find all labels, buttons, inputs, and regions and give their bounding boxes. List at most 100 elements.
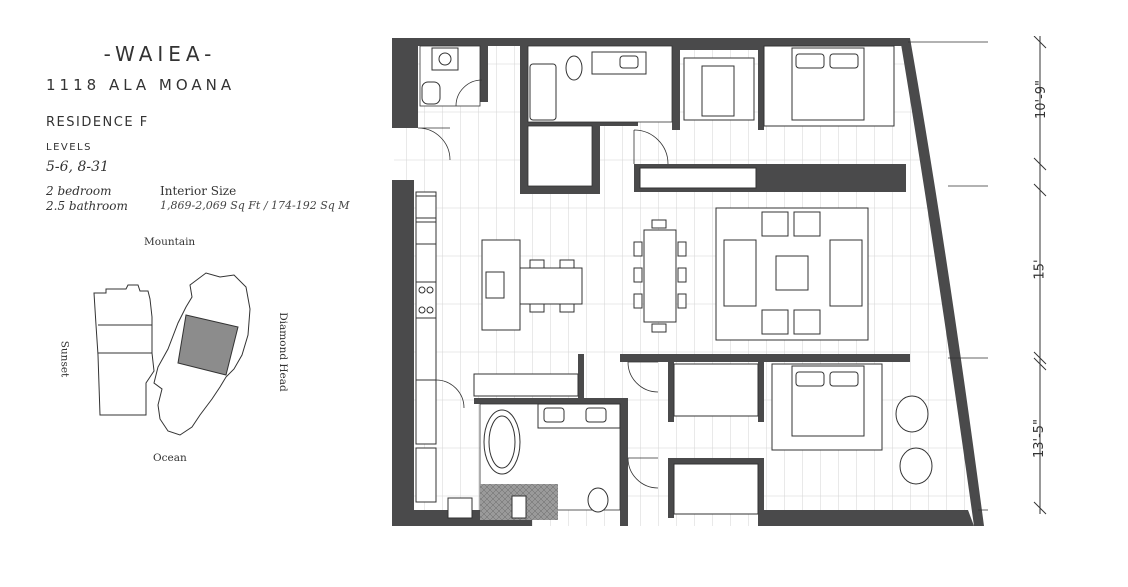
dining-chair-6 (677, 241, 687, 257)
powder-sink-bowl (438, 52, 452, 66)
bed-2-pillow-2 (829, 371, 859, 387)
bed-1-pillow-1 (795, 53, 825, 69)
closet-1-shelf-b (701, 65, 735, 117)
pantry (415, 379, 437, 445)
bath-2-basin-left (543, 407, 565, 423)
dim-tick-5 (1033, 357, 1047, 371)
key-plan (93, 272, 251, 436)
armchair-4 (793, 309, 821, 335)
direction-sunset: Sunset (58, 340, 71, 378)
levels-label: LEVELS (46, 142, 92, 153)
closet-2-shelf (673, 363, 759, 417)
bath-1-toilet (565, 55, 583, 81)
dining-chair-5 (633, 293, 643, 309)
island-stool-2 (559, 259, 575, 269)
dining-chair-4 (633, 267, 643, 283)
bath-1-west-wall (520, 42, 528, 192)
bath-1-east-wall (592, 124, 600, 194)
burner-1 (418, 286, 426, 294)
dimension-living: 15' (1032, 259, 1048, 280)
bath-1-basin (619, 55, 639, 69)
dining-chair-2 (651, 323, 667, 333)
bed-bath-info: 2 bedroom 2.5 bathroom (46, 184, 128, 214)
closet-2-frame-right (758, 362, 764, 422)
sofa-left (723, 239, 757, 307)
key-plan-east-tower (153, 272, 251, 436)
island-stool-3 (529, 303, 545, 313)
closet-3-frame-top (668, 458, 764, 464)
pantry-door-swing (435, 379, 465, 409)
dimension-lines (908, 41, 988, 511)
bath-1-south-wall (520, 186, 600, 194)
laundry-sink (447, 497, 473, 519)
bath-1-divider (528, 122, 638, 126)
dimension-bedroom-2: 13'-5" (1032, 418, 1048, 459)
island-stool-1 (529, 259, 545, 269)
burner-2 (426, 286, 434, 294)
island-sink (485, 271, 505, 299)
bedroom-1-door-swing (633, 129, 669, 165)
address: 1118 ALA MOANA (46, 76, 236, 94)
cooktop (415, 281, 437, 319)
powder-room-wall (480, 42, 488, 102)
bathroom-count: 2.5 bathroom (46, 199, 128, 213)
bed-2-pillow-1 (795, 371, 825, 387)
closet-2-frame (668, 362, 674, 422)
bedroom-2-north-wall (620, 354, 910, 362)
island-extension (519, 267, 583, 305)
west-wall-mid (392, 180, 414, 526)
dim-tick-4 (1033, 351, 1047, 365)
bath-2-door-swing (627, 361, 659, 393)
linen-closet (415, 447, 437, 503)
closet-3-shelf (673, 463, 759, 515)
closet-3-frame (668, 458, 674, 518)
bath-2-east-wall (620, 398, 628, 526)
residence-name: RESIDENCE F (46, 115, 149, 130)
key-plan-residence-highlight (177, 314, 239, 376)
dining-area (633, 219, 687, 333)
levels-value: 5-6, 8-31 (46, 159, 109, 175)
coffee-table (775, 255, 809, 291)
freestanding-tub-inner (488, 415, 516, 469)
interior-size-value: 1,869-2,069 Sq Ft / 174-192 Sq M (160, 199, 350, 212)
dim-tick-6 (1033, 501, 1047, 515)
dim-tick-2 (1033, 157, 1047, 171)
exterior-walls (392, 38, 984, 526)
bedroom-2 (673, 363, 933, 515)
dining-chair-8 (677, 293, 687, 309)
key-plan-west-wing (93, 284, 155, 416)
dimension-bedroom-1: 10'-9" (1034, 79, 1050, 120)
bath-2-basin-right (585, 407, 607, 423)
armchair-1 (761, 211, 789, 237)
closet-3-frame-right (758, 458, 764, 518)
closet-1-frame-right (758, 44, 764, 130)
bath-2-wall (578, 354, 584, 398)
island-stool-4 (559, 303, 575, 313)
sofa-right (829, 239, 863, 307)
closet-1-wall (672, 42, 680, 130)
dim-tick-1 (1033, 36, 1047, 49)
powder-toilet (421, 81, 441, 105)
direction-mountain: Mountain (144, 236, 196, 248)
west-wall-upper (392, 38, 418, 128)
bath-2-toilet (587, 487, 609, 513)
bath-2-top-wall (474, 398, 624, 404)
interior-size-label: Interior Size (160, 184, 237, 198)
floor-plan (392, 38, 988, 526)
shower-1 (527, 125, 593, 187)
powder-door-swing (455, 79, 483, 107)
bathtub-1 (529, 63, 557, 121)
lounge-chair-1 (895, 395, 929, 433)
closet-1-frame-top (678, 44, 762, 50)
dining-table (643, 229, 677, 323)
dimension-ticks (1033, 36, 1047, 515)
bedroom-1-ledge (639, 167, 757, 189)
curtain-wall (900, 38, 984, 526)
dining-chair-7 (677, 267, 687, 283)
burner-3 (418, 306, 426, 314)
bedroom-1 (683, 45, 895, 127)
dining-chair-1 (651, 219, 667, 229)
info-panel: -WAIEA- 1118 ALA MOANA RESIDENCE F LEVEL… (0, 0, 390, 587)
south-east-wall (758, 510, 974, 526)
bath-2-cabinets (473, 373, 579, 397)
